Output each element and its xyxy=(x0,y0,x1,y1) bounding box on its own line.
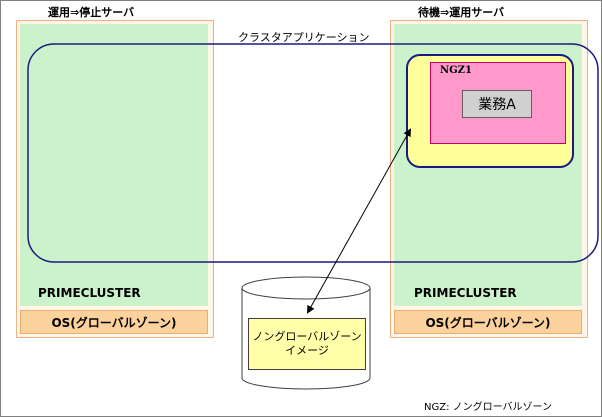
left-primecluster-label: PRIMECLUSTER xyxy=(38,286,141,300)
ngz-image-line2: イメージ xyxy=(285,344,329,357)
migration-arrow xyxy=(307,128,411,314)
right-primecluster-label: PRIMECLUSTER xyxy=(414,286,517,300)
footnote: NGZ: ノングローバルゾーン xyxy=(424,402,553,413)
job-box: 業務A xyxy=(462,90,532,118)
left-os-box: OS(グローバルゾーン) xyxy=(20,310,208,334)
right-os-box: OS(グローバルゾーン) xyxy=(394,310,582,334)
ngz-name: NGZ1 xyxy=(440,65,472,76)
ngz-image-box: ノングローバルゾーン イメージ xyxy=(248,318,366,370)
right-server-title: 待機⇒運用サーバ xyxy=(418,6,505,19)
left-server-title: 運用⇒停止サーバ xyxy=(48,6,135,19)
cluster-app-label: クラスタアプリケーション xyxy=(238,31,370,44)
left-server-green-area xyxy=(20,24,208,306)
cluster-application-outline xyxy=(27,43,599,263)
ngz-image-line1: ノングローバルゾーン xyxy=(252,330,362,343)
